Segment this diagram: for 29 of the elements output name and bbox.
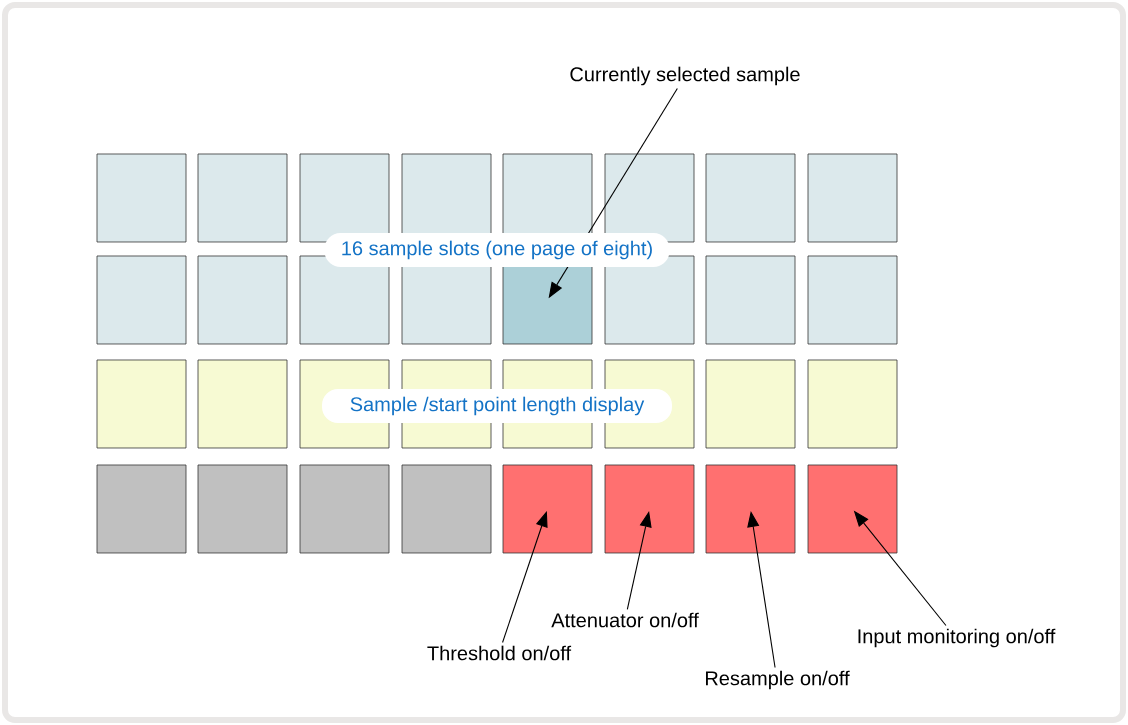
callout-text: Currently selected sample xyxy=(570,66,800,86)
pad xyxy=(807,255,898,345)
label-tooltip: 16 sample slots (one page of eight) xyxy=(324,233,670,267)
pad xyxy=(197,153,288,243)
callout-text: Attenuator on/off xyxy=(551,612,699,628)
callout-text: Resample on/off xyxy=(706,670,850,690)
pad xyxy=(705,255,796,345)
pad xyxy=(96,153,187,243)
pad xyxy=(604,464,695,554)
pad xyxy=(197,255,288,345)
pad xyxy=(807,359,898,449)
pad xyxy=(299,464,390,554)
leader-arrow xyxy=(626,511,652,610)
pad xyxy=(96,464,187,554)
pad xyxy=(96,255,187,345)
pad xyxy=(705,464,796,554)
pad xyxy=(807,153,898,243)
pad xyxy=(705,153,796,243)
pad xyxy=(96,359,187,449)
pad xyxy=(705,359,796,449)
leader-arrow xyxy=(747,511,776,668)
pad xyxy=(197,464,288,554)
pad xyxy=(502,464,593,554)
pad xyxy=(401,464,492,554)
pad xyxy=(807,464,898,554)
callout-text: Input monitoring on/off xyxy=(858,628,1056,648)
pad xyxy=(197,359,288,449)
callout-text: Threshold on/off xyxy=(427,645,572,661)
label-tooltip: Sample /start point length display xyxy=(322,389,672,423)
